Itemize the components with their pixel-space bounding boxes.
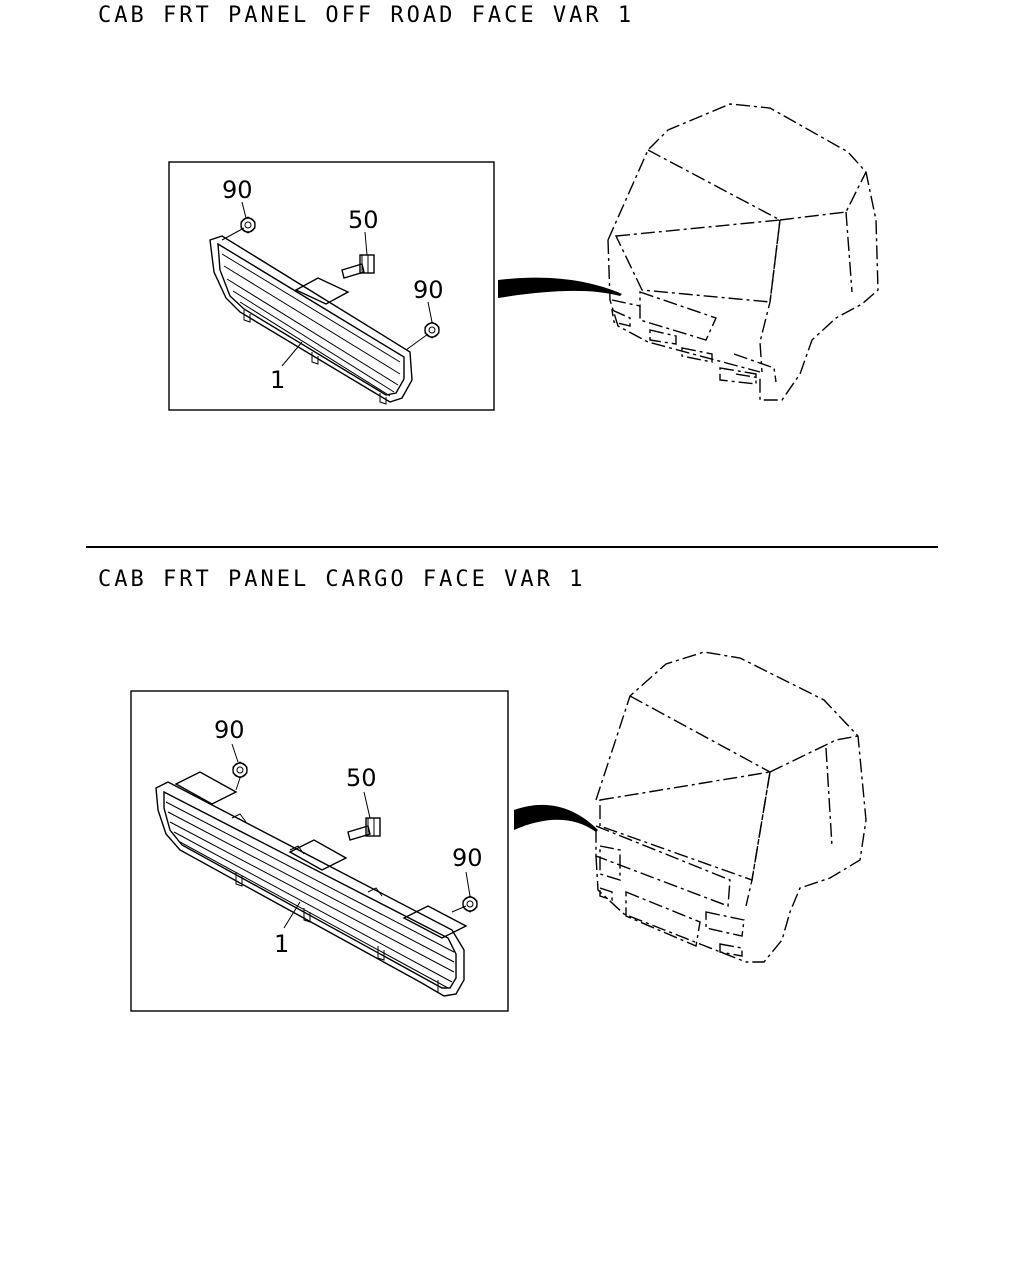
callout-bolt-50: 50	[346, 764, 377, 792]
section-title-off-road: CAB FRT PANEL OFF ROAD FACE VAR 1	[98, 3, 635, 28]
callout-nut-90: 90	[413, 276, 444, 304]
callout-grille-1: 1	[274, 930, 289, 958]
nut-90-left	[240, 216, 256, 234]
callout-nut-90: 90	[214, 716, 245, 744]
detail-box-cargo: 90 50 90 1	[130, 690, 509, 1012]
truck-cab-cargo	[595, 651, 867, 963]
callout-bolt-50: 50	[348, 206, 379, 234]
callout-nut-90: 90	[452, 844, 483, 872]
location-arrow	[498, 277, 622, 298]
nut-90-right	[424, 321, 440, 339]
bolt-50	[341, 254, 375, 279]
callout-nut-90: 90	[222, 176, 253, 204]
bolt-50	[347, 817, 381, 841]
section-title-cargo: CAB FRT PANEL CARGO FACE VAR 1	[98, 567, 586, 592]
detail-box-off-road: 90 50 90 1	[168, 161, 495, 411]
grille-panel-off-road	[209, 227, 429, 405]
callout-grille-1: 1	[270, 366, 285, 394]
grille-panel-cargo	[155, 771, 468, 997]
nut-90-right	[462, 895, 478, 913]
section-divider	[86, 546, 938, 548]
location-arrow	[514, 804, 598, 832]
nut-90-left	[232, 761, 248, 779]
truck-cab-off-road	[607, 103, 879, 401]
